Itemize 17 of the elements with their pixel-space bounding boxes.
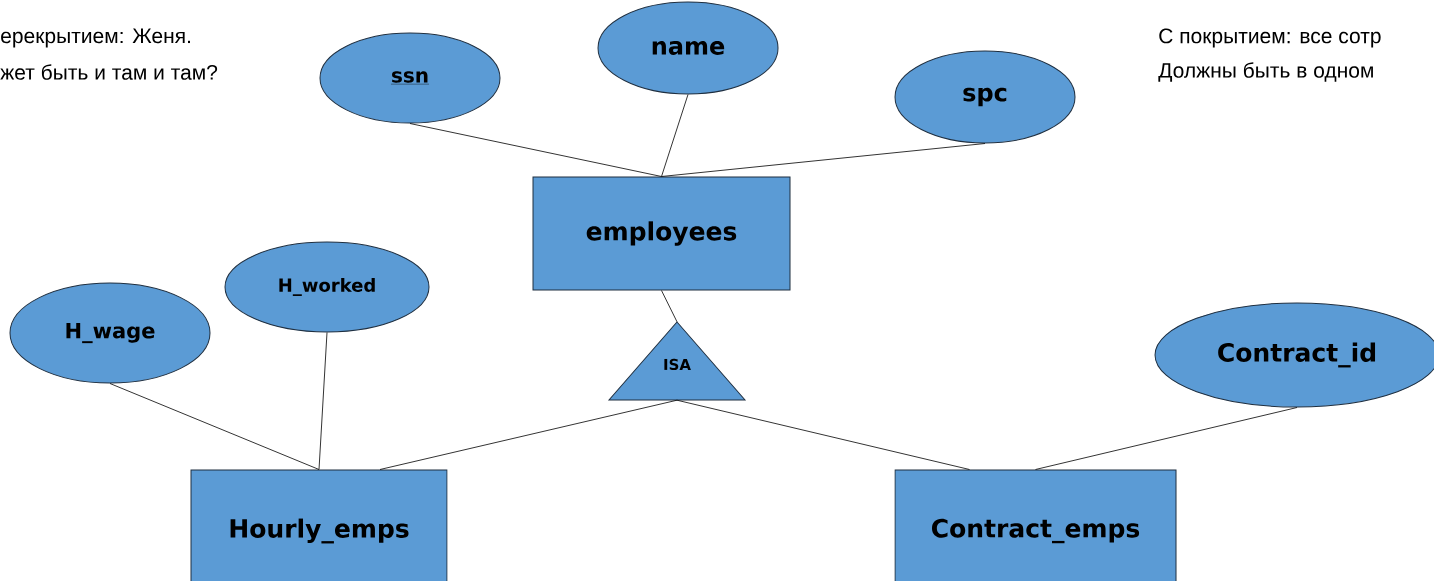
note-text: ерекрытием: Женя.: [1, 28, 190, 48]
connector-line: [661, 143, 986, 177]
connector-line: [318, 332, 328, 470]
connector-line: [661, 94, 689, 177]
connector-line: [1035, 407, 1298, 470]
connector-line: [661, 290, 678, 323]
connector-line: [109, 383, 320, 470]
note-text: С покрытием: все сотр: [1159, 28, 1381, 48]
entity-box: employees: [532, 176, 791, 291]
entity-box: Contract_emps: [894, 469, 1177, 581]
note-text: жет быть и там и там?: [0, 64, 218, 80]
isa-triangle: ISA: [608, 321, 746, 401]
note-text: Должны быть в одном: [1158, 62, 1373, 82]
connector-line: [409, 123, 662, 177]
connector-line: [379, 399, 678, 470]
connector-line: [676, 399, 970, 470]
entity-box: Hourly_emps: [190, 469, 448, 581]
